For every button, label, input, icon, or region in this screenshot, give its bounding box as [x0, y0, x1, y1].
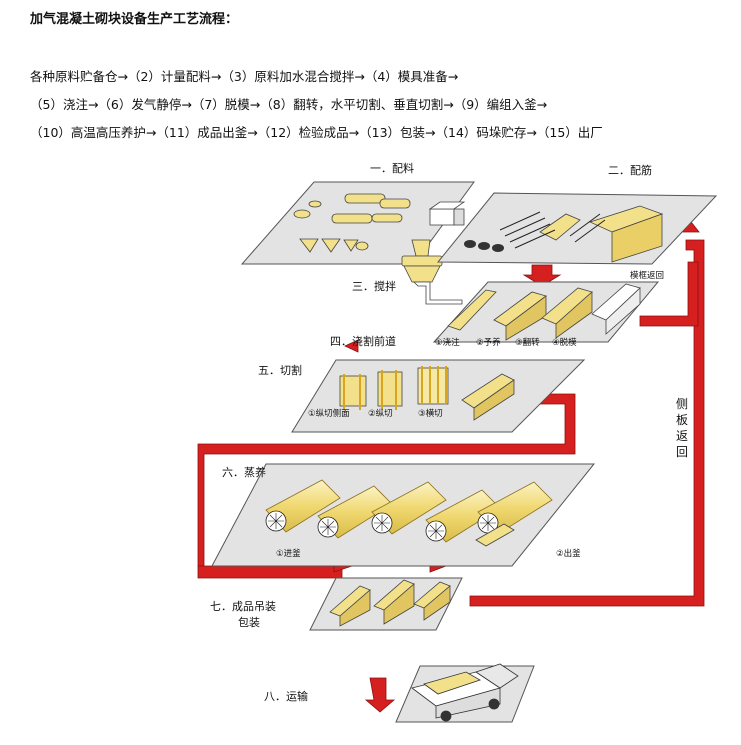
section-8-label: 八．运输	[264, 689, 308, 703]
step-flip-label: ③翻转	[515, 337, 540, 348]
transport-arrow	[364, 677, 396, 713]
side-plate-return-label: 侧 板 返 回	[676, 397, 688, 459]
kiln-out-label: ②出釜	[556, 548, 581, 559]
section-7-sublabel: 包装	[238, 616, 260, 629]
section-4-label: 四．浇割前道	[330, 334, 396, 348]
curing-platform: 六．蒸养 ①进釜 ②出釜	[211, 463, 596, 567]
side-plate-return-char-4: 回	[676, 445, 688, 459]
batching-platform: 一．配料	[240, 161, 475, 265]
packing-platform: 七．成品吊装 包装	[210, 577, 463, 631]
side-plate-return-char-1: 侧	[676, 397, 688, 411]
mixer-hopper	[401, 239, 463, 305]
cutting-platform: 五．切割 ①纵切侧面 ②纵切 ③横切	[258, 359, 586, 433]
cut-step-3-label: ③横切	[418, 408, 443, 419]
transport-platform: 八．运输	[264, 663, 535, 723]
section-7-label: 七．成品吊装	[210, 600, 276, 613]
cut-step-1-label: ①纵切侧面	[308, 408, 350, 419]
section-2-label: 二．配筋	[608, 163, 652, 177]
step-demold-label: ④脱模	[552, 337, 577, 348]
process-step-line-2: （5）浇注→（6）发气静停→（7）脱模→（8）翻转，水平切割、垂直切割→（9）编…	[30, 97, 548, 112]
section-5-label: 五．切割	[258, 363, 302, 377]
kiln-in-label: ①进釜	[276, 548, 301, 559]
section-6-label: 六．蒸养	[222, 465, 266, 479]
process-step-line-1: 各种原料贮备仓→（2）计量配料→（3）原料加水混合搅拌→（4）模具准备→	[30, 69, 459, 84]
s4-arrow	[344, 339, 359, 353]
page-title: 加气混凝土砌块设备生产工艺流程：	[30, 12, 239, 27]
side-plate-return-char-3: 返	[676, 429, 688, 443]
side-plate-return-arrow	[469, 239, 705, 607]
section-1-label: 一．配料	[370, 161, 414, 175]
side-plate-return-char-2: 板	[676, 413, 688, 427]
truck	[411, 663, 519, 722]
process-step-line-3: （10）高温高压养护→（11）成品出釜→（12）检验成品→（13）包装→（14）…	[30, 125, 603, 140]
rebar-platform-base	[436, 192, 718, 265]
mold-return-label: 模框返回	[630, 270, 664, 281]
curing-to-lifting-arrow	[197, 565, 343, 579]
section-3-label: 三．搅拌	[352, 279, 396, 293]
rebar-platform: 二．配筋 模框返回	[436, 163, 718, 281]
step-pour-label: ①浇注	[435, 337, 460, 348]
pouring-platform: 三．搅拌 四．浇割前道 ①浇注 ②予养 ③翻转 ④脱模	[330, 279, 660, 348]
step-precure-label: ②予养	[476, 337, 501, 348]
cut-step-2-label: ②纵切	[368, 409, 393, 419]
batching-to-stirring-arrowhead	[522, 264, 562, 287]
mold-return-link-arrow	[639, 261, 699, 327]
